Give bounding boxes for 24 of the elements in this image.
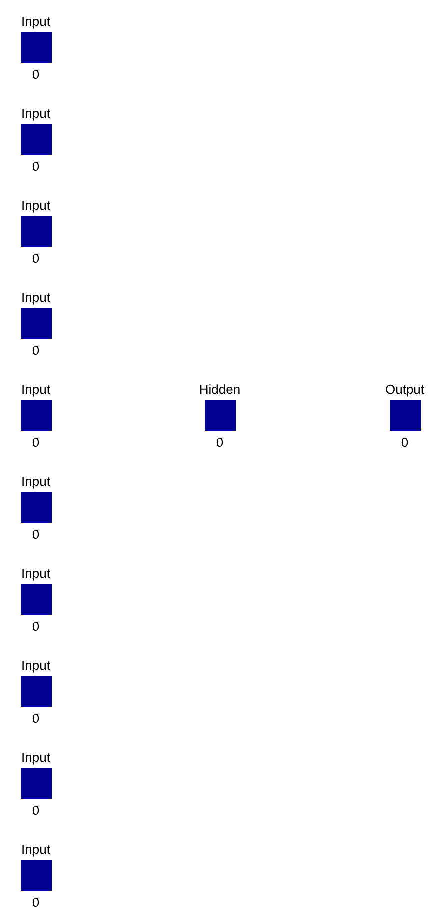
unit-value: 0: [32, 527, 40, 543]
unit-value: 0: [32, 619, 40, 635]
unit-value: 0: [32, 435, 40, 451]
unit-label: Input: [22, 750, 50, 766]
unit-label: Input: [22, 14, 50, 30]
unit-value: 0: [32, 343, 40, 359]
unit-label: Output: [385, 382, 425, 398]
unit-label: Input: [22, 198, 50, 214]
unit-label: Input: [22, 658, 50, 674]
unit-value: 0: [32, 895, 40, 911]
unit-value: 0: [32, 803, 40, 819]
unit-label: Input: [22, 382, 50, 398]
unit-label: Input: [22, 842, 50, 858]
unit-value: 0: [401, 435, 409, 451]
unit-value: 0: [216, 435, 224, 451]
unit-label: Input: [22, 474, 50, 490]
unit-value: 0: [32, 159, 40, 175]
unit-value: 0: [32, 67, 40, 83]
unit-label: Hidden: [199, 382, 241, 398]
unit-label: Input: [22, 290, 50, 306]
unit-label: Input: [22, 106, 50, 122]
unit-label: Input: [22, 566, 50, 582]
unit-value: 0: [32, 711, 40, 727]
unit-value: 0: [32, 251, 40, 267]
